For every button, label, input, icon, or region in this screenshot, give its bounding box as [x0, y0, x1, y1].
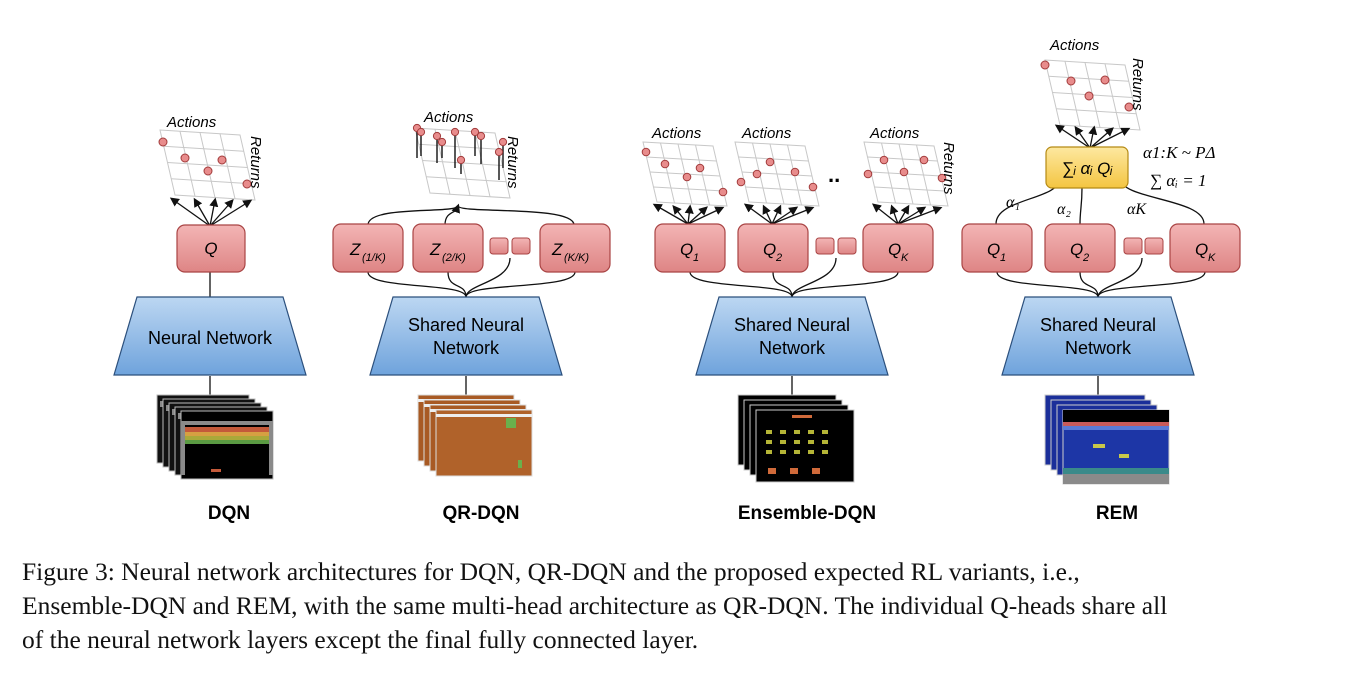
head-subscript: 1 [693, 252, 699, 264]
head-label: Z [551, 240, 563, 259]
actions-label: Actions [166, 114, 217, 131]
returns-label: Returns [504, 136, 521, 189]
returns-label: Returns [940, 142, 957, 195]
head-subscript: (K/K) [564, 252, 589, 264]
network-label-line-1: Shared Neural [408, 315, 524, 335]
head-subscript: (2/K) [442, 252, 466, 264]
head-label: Q [680, 240, 693, 259]
q-value-dot [158, 137, 168, 147]
q-value-dot [242, 179, 252, 189]
panel-rem: Actions Returns ∑ᵢ αᵢ Qᵢ α₁ α₂ αK α1:K ~… [961, 37, 1241, 524]
actions-label: Actions [869, 125, 920, 142]
head-subscript: 2 [775, 252, 782, 264]
q-head-2: Q 2 [737, 223, 809, 273]
network-block: Shared Neural Network [695, 296, 889, 376]
q-head-1: Q 1 [654, 223, 726, 273]
alpha-2-label: α₂ [1057, 201, 1071, 218]
alpha-k-label: αK [1127, 201, 1147, 218]
q-value-dot [203, 166, 213, 176]
architecture-diagram: Actions Returns Q Neural Network [113, 37, 1241, 524]
quantile-grid [412, 123, 511, 199]
z-head-1: Z (1/K) [332, 223, 404, 273]
network-block: Neural Network [113, 296, 307, 376]
panel-title: QR-DQN [442, 503, 519, 524]
head-label: Q [1070, 240, 1083, 259]
head-subscript: 2 [1082, 252, 1089, 264]
q-head: Q [176, 224, 246, 273]
network-label-line-2: Network [759, 338, 826, 358]
q-value-dot [217, 155, 227, 165]
atari-frame-stack [156, 394, 274, 480]
panel-title: DQN [208, 503, 250, 524]
mixture-label: ∑ᵢ αᵢ Qᵢ [1062, 159, 1114, 178]
sum-constraint-equation: ∑ αᵢ = 1 [1150, 171, 1206, 190]
head-subscript: 1 [1000, 252, 1006, 264]
head-subscript: K [901, 252, 909, 264]
z-head-k: Z (K/K) [539, 223, 611, 273]
q-value-grid [641, 141, 728, 207]
alpha-1-label: α₁ [1006, 194, 1020, 211]
returns-label: Returns [1129, 58, 1146, 111]
caption-line-3: of the neural network layers except the … [22, 625, 699, 654]
network-label-line-2: Network [433, 338, 500, 358]
returns-label: Returns [247, 136, 264, 189]
q-head-2: Q 2 [1044, 223, 1116, 273]
q-value-grid [863, 141, 949, 207]
mixture-box: ∑ᵢ αᵢ Qᵢ [1045, 146, 1129, 189]
panel-title: Ensemble-DQN [738, 503, 876, 524]
q-value-grid [158, 129, 256, 201]
q-value-dot [180, 153, 190, 163]
head-subscript: K [1208, 252, 1216, 264]
q-value-grid [734, 141, 820, 207]
atari-frame-stack [417, 394, 533, 477]
head-label: Q [1195, 240, 1208, 259]
network-label-line-1: Shared Neural [1040, 315, 1156, 335]
figure-caption: Figure 3: Neural network architectures f… [22, 555, 1357, 657]
atari-frame-stack [1044, 394, 1170, 485]
head-label: Z [349, 240, 361, 259]
caption-line-1: Figure 3: Neural network architectures f… [22, 557, 1080, 586]
actions-label: Actions [1049, 37, 1100, 54]
head-label: Z [429, 240, 441, 259]
q-head-k: Q K [862, 223, 934, 273]
actions-label: Actions [651, 125, 702, 142]
head-ellipsis-boxes [489, 237, 531, 255]
panel-title: REM [1096, 503, 1138, 524]
head-label: Q [204, 239, 217, 258]
q-value-grid [1040, 59, 1141, 131]
atari-frame-stack [737, 394, 855, 483]
head-ellipsis-boxes [815, 237, 857, 255]
network-block: Shared Neural Network [1001, 296, 1195, 376]
network-block: Shared Neural Network [369, 296, 563, 376]
network-label: Neural Network [148, 328, 273, 348]
q-head-1: Q 1 [961, 223, 1033, 273]
sampling-equation: α1:K ~ PΔ [1143, 143, 1216, 162]
head-label: Q [763, 240, 776, 259]
head-label: Q [987, 240, 1000, 259]
network-label-line-2: Network [1065, 338, 1132, 358]
panel-ensemble-dqn: Actions Actions .. Actions Returns [641, 125, 957, 524]
head-ellipsis-boxes [1123, 237, 1164, 255]
grid-ellipsis: .. [828, 162, 840, 187]
z-head-2: Z (2/K) [412, 223, 484, 273]
q-head-k: Q K [1169, 223, 1241, 273]
head-subscript: (1/K) [362, 252, 386, 264]
actions-label: Actions [423, 109, 474, 126]
caption-line-2: Ensemble-DQN and REM, with the same mult… [22, 591, 1168, 620]
panel-qr-dqn: Actions Returns Z (1/K) Z (2/K) [332, 109, 611, 524]
panel-dqn: Actions Returns Q Neural Network [113, 114, 307, 524]
head-label: Q [888, 240, 901, 259]
actions-label: Actions [741, 125, 792, 142]
network-label-line-1: Shared Neural [734, 315, 850, 335]
